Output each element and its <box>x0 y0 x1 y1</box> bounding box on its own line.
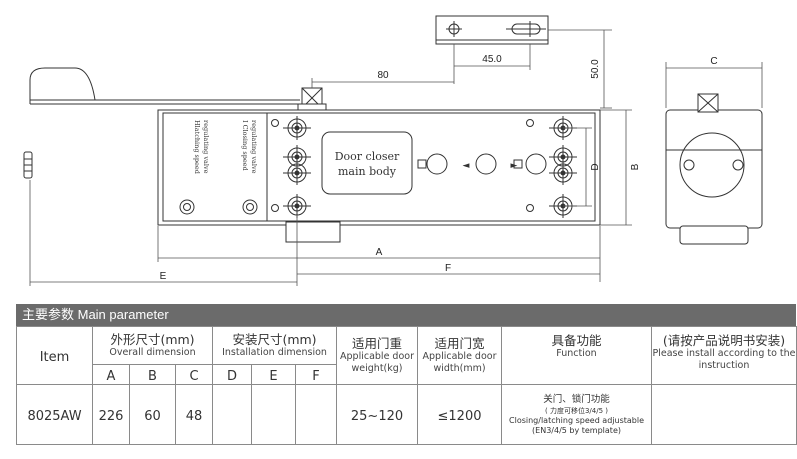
sub-header-d: D <box>212 364 252 385</box>
cell-b: 60 <box>129 384 176 445</box>
body-label-line1: Door closer <box>335 150 400 163</box>
main-parameter-panel: 主要参数 Main parameter Item 外形尺寸(mm) Overal… <box>16 304 797 454</box>
parameter-title: 主要参数 Main parameter <box>16 304 796 326</box>
dim-b-label: B <box>630 163 641 170</box>
header-installation-dimension: 安装尺寸(mm) Installation dimension <box>211 326 338 365</box>
cell-c: 48 <box>175 384 213 445</box>
latching-valve-label: Hlatching speed regulating valve <box>193 120 210 174</box>
closing-valve-label: I Closing speed regulating valve <box>241 120 258 174</box>
cell-door-weight: 25~120 <box>336 384 419 445</box>
header-function: 具备功能 Function <box>501 326 653 385</box>
svg-text:regulating valve: regulating valve <box>250 120 258 174</box>
table-row: 8025AW 226 60 48 25~120 ≤1200 关门、锁门功能 ( … <box>16 384 797 445</box>
header-install-note: (请按产品说明书安装) Please install according to … <box>651 326 797 385</box>
header-door-weight: 适用门重 Applicable door weight(kg) <box>336 326 419 385</box>
header-row: Item 外形尺寸(mm) Overall dimension 安装尺寸(mm)… <box>16 326 797 385</box>
marker-left-icon: ◄ <box>463 161 470 171</box>
header-item: Item <box>16 326 93 385</box>
mounting-hole <box>283 161 311 185</box>
sub-header-c: C <box>175 364 213 385</box>
sub-header-a: A <box>92 364 130 385</box>
svg-text:Hlatching speed: Hlatching speed <box>193 120 201 174</box>
parameter-table: Item 外形尺寸(mm) Overall dimension 安装尺寸(mm)… <box>16 326 797 445</box>
dim-45-label: 45.0 <box>482 54 502 65</box>
arm-assembly <box>23 67 300 179</box>
cell-e <box>251 384 296 445</box>
dim-d-label: D <box>590 163 601 170</box>
dim-e-label: E <box>160 271 167 282</box>
cell-door-width: ≤1200 <box>417 384 503 445</box>
svg-text:I Closing speed: I Closing speed <box>241 120 249 171</box>
body-mounting-holes <box>179 116 577 218</box>
valve-icon <box>242 199 258 215</box>
header-overall-dimension: 外形尺寸(mm) Overall dimension <box>92 326 213 365</box>
cell-function: 关门、锁门功能 ( 力度可移位3/4/5 ) Closing/latching … <box>501 384 653 445</box>
valve-icon <box>179 199 195 215</box>
marker-right-icon: ► <box>511 161 518 171</box>
dim-a-label: A <box>376 247 383 258</box>
sub-header-f: F <box>294 364 338 385</box>
dim-80-label: 80 <box>377 70 389 81</box>
header-door-width: 适用门宽 Applicable door width(mm) <box>417 326 503 385</box>
cell-a: 226 <box>92 384 130 445</box>
mounting-hole <box>283 116 311 140</box>
mounting-bracket <box>435 15 549 45</box>
cell-f <box>294 384 338 445</box>
technical-drawing: Door closer main body ◄ ► Hlatching spee… <box>23 15 763 286</box>
cell-d <box>212 384 252 445</box>
dimension-lines <box>29 29 763 286</box>
side-view <box>665 93 763 245</box>
dim-50-label: 50.0 <box>590 59 601 79</box>
dim-c-label: C <box>710 56 717 67</box>
dim-f-label: F <box>445 263 451 274</box>
mounting-hole <box>549 161 577 185</box>
cell-install-note <box>651 384 797 445</box>
sub-header-e: E <box>251 364 296 385</box>
body-label-line2: main body <box>338 165 397 178</box>
mounting-hole <box>283 194 311 218</box>
sub-header-b: B <box>129 364 176 385</box>
door-closer-body <box>157 87 601 243</box>
cell-item: 8025AW <box>16 384 93 445</box>
svg-text:regulating valve: regulating valve <box>202 120 210 174</box>
